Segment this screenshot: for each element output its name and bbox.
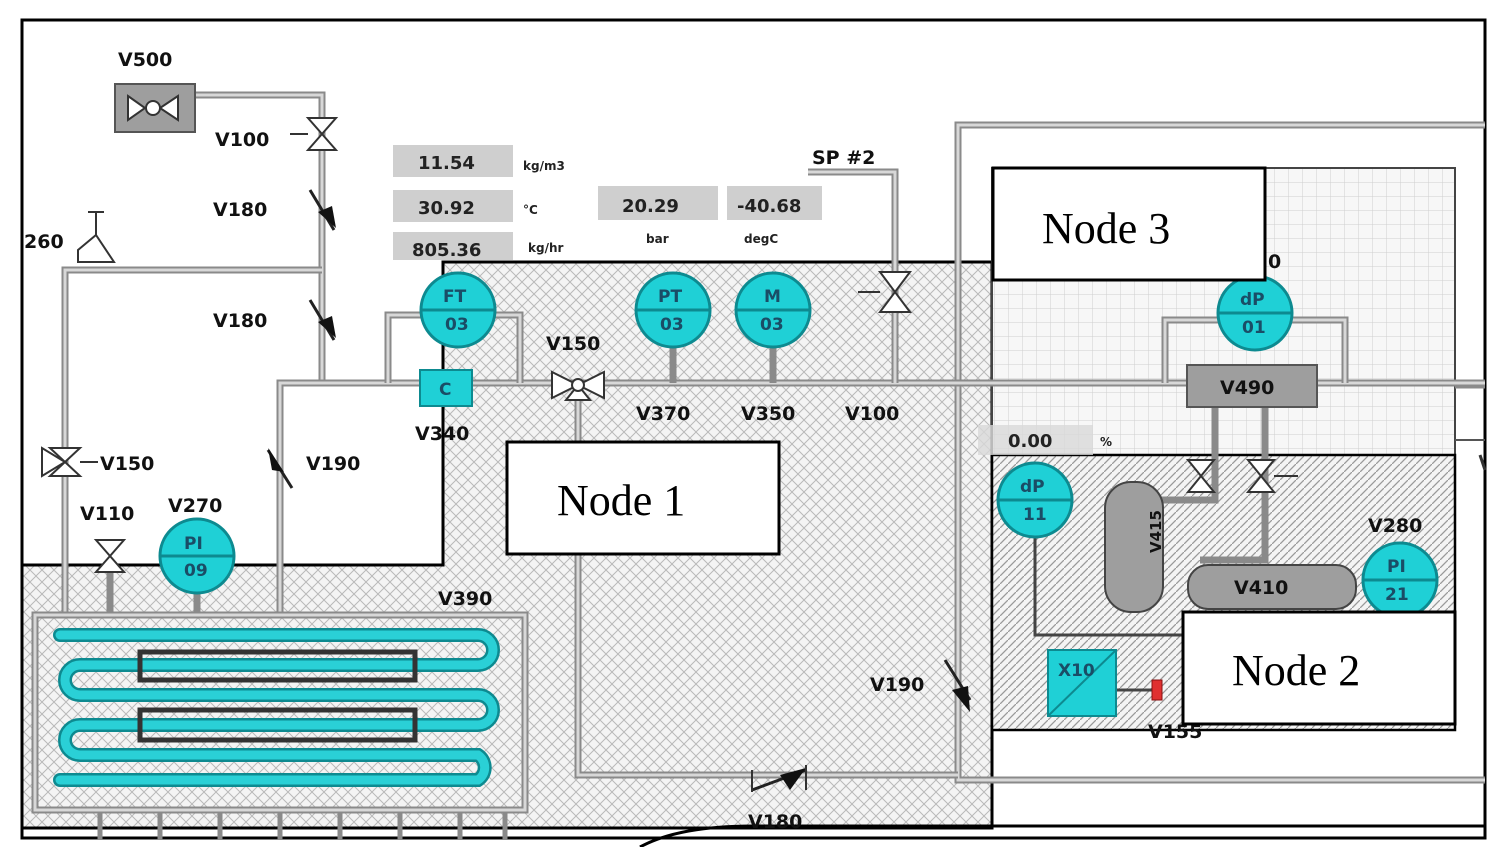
v410-vessel[interactable]: V410 — [1187, 564, 1357, 610]
svg-text:V415: V415 — [1147, 510, 1165, 553]
bottom-return-line — [639, 824, 1485, 847]
v370-label: V370 — [636, 403, 690, 425]
svg-text:C: C — [439, 380, 451, 400]
coil-heat-exchanger — [31, 611, 529, 840]
svg-text:dP: dP — [1020, 477, 1045, 497]
v490-outlet-valves[interactable] — [1185, 459, 1298, 493]
readout-degc: -40.68 degC — [727, 186, 822, 246]
svg-text:M: M — [764, 287, 781, 307]
svg-text:X10: X10 — [1058, 661, 1095, 681]
v180-b-label: V180 — [213, 310, 267, 332]
svg-text:V490: V490 — [1220, 377, 1274, 399]
readout-pressure-unit: bar — [646, 232, 669, 246]
v180-bottom-label: V180 — [748, 811, 802, 833]
v110-label: V110 — [80, 503, 134, 525]
v155-label: V155 — [1148, 721, 1202, 743]
v100-valve-top[interactable] — [290, 117, 339, 151]
dp11-instrument[interactable]: dP 11 — [996, 461, 1074, 539]
v150-mid-valve[interactable] — [551, 370, 605, 401]
readout-flow-unit: kg/hr — [528, 241, 563, 255]
ft03-instrument[interactable]: FT 03 — [419, 271, 497, 349]
v260-relief-valve[interactable] — [77, 211, 116, 263]
v100-mid-valve[interactable] — [858, 271, 912, 313]
v340-label: V340 — [415, 423, 469, 445]
v500-blower[interactable] — [114, 83, 196, 133]
node-1-label: Node 1 — [557, 476, 685, 525]
v150-left-valve[interactable] — [41, 446, 98, 478]
readout-temp: 30.92 °C — [393, 190, 538, 222]
v110-valve[interactable] — [93, 539, 127, 573]
pt03-instrument[interactable]: PT 03 — [634, 271, 712, 349]
dp01-instrument[interactable]: dP 01 — [1216, 274, 1294, 352]
v350-label: V350 — [741, 403, 795, 425]
x10-unit[interactable]: X10 — [1047, 649, 1117, 717]
v190-left-check-valve[interactable] — [266, 448, 294, 489]
v100-top-label: V100 — [215, 129, 269, 151]
v180-bottom-check-valve[interactable] — [751, 765, 807, 792]
v390-label: V390 — [438, 588, 492, 610]
v155-valve[interactable] — [1151, 679, 1163, 701]
pi21-instrument[interactable]: PI 21 — [1361, 541, 1439, 619]
v270-label: V270 — [168, 495, 222, 517]
svg-text:03: 03 — [760, 315, 784, 335]
svg-text:09: 09 — [184, 561, 208, 581]
svg-text:PT: PT — [658, 287, 682, 307]
readout-pressure-value: 20.29 — [622, 196, 679, 217]
node-2-label-box[interactable]: Node 2 — [1181, 610, 1457, 726]
readout-percent-unit: % — [1100, 435, 1112, 449]
node-3-label-box[interactable]: Node 3 — [991, 166, 1267, 282]
svg-text:PI: PI — [1387, 557, 1406, 577]
svg-text:01: 01 — [1242, 318, 1266, 338]
svg-text:11: 11 — [1023, 505, 1047, 525]
v100-mid-label: V100 — [845, 403, 899, 425]
svg-text:03: 03 — [660, 315, 684, 335]
readout-density-unit: kg/m3 — [523, 159, 565, 173]
readout-flow-value: 805.36 — [412, 240, 481, 261]
node-1-label-box[interactable]: Node 1 — [505, 440, 781, 556]
readout-degc-unit: degC — [744, 232, 778, 246]
c-instrument-box[interactable]: C — [419, 369, 473, 407]
v180-a-label: V180 — [213, 199, 267, 221]
readout-flow: 805.36 kg/hr — [393, 232, 563, 261]
readout-temp-value: 30.92 — [418, 198, 475, 219]
v280-label: V280 — [1368, 515, 1422, 537]
v190-right-label: V190 — [870, 674, 924, 696]
pi09-instrument[interactable]: PI 09 — [158, 517, 236, 595]
node-3-label: Node 3 — [1042, 204, 1170, 253]
readout-degc-value: -40.68 — [737, 196, 801, 217]
v500-label: V500 — [118, 49, 172, 71]
v190-right-check-valve[interactable] — [943, 659, 972, 712]
v180-check-valve-b[interactable] — [308, 299, 336, 341]
node-2-label: Node 2 — [1232, 646, 1360, 695]
m03-instrument[interactable]: M 03 — [734, 271, 812, 349]
readout-temp-unit: °C — [523, 203, 538, 217]
readout-percent-value: 0.00 — [1008, 431, 1052, 452]
v150-mid-label: V150 — [546, 333, 600, 355]
partial-valve-label: 0 — [1268, 251, 1281, 273]
readout-percent: 0.00 % — [978, 425, 1112, 455]
v180-check-valve-a[interactable] — [308, 189, 336, 231]
readout-density-value: 11.54 — [418, 153, 475, 174]
svg-text:21: 21 — [1385, 585, 1409, 605]
svg-text:FT: FT — [443, 287, 467, 307]
v415-vessel[interactable]: V415 — [1104, 481, 1165, 613]
readout-density: 11.54 kg/m3 — [393, 145, 565, 177]
v490-unit[interactable]: V490 — [1186, 364, 1318, 408]
readout-pressure: 20.29 bar — [598, 186, 718, 246]
svg-text:dP: dP — [1240, 290, 1265, 310]
svg-text:03: 03 — [445, 315, 469, 335]
v150-left-label: V150 — [100, 453, 154, 475]
sp2-label: SP #2 — [812, 147, 875, 169]
v190-left-label: V190 — [306, 453, 360, 475]
svg-text:V410: V410 — [1234, 577, 1288, 599]
v260-label: 260 — [24, 231, 64, 253]
svg-text:PI: PI — [184, 534, 203, 554]
